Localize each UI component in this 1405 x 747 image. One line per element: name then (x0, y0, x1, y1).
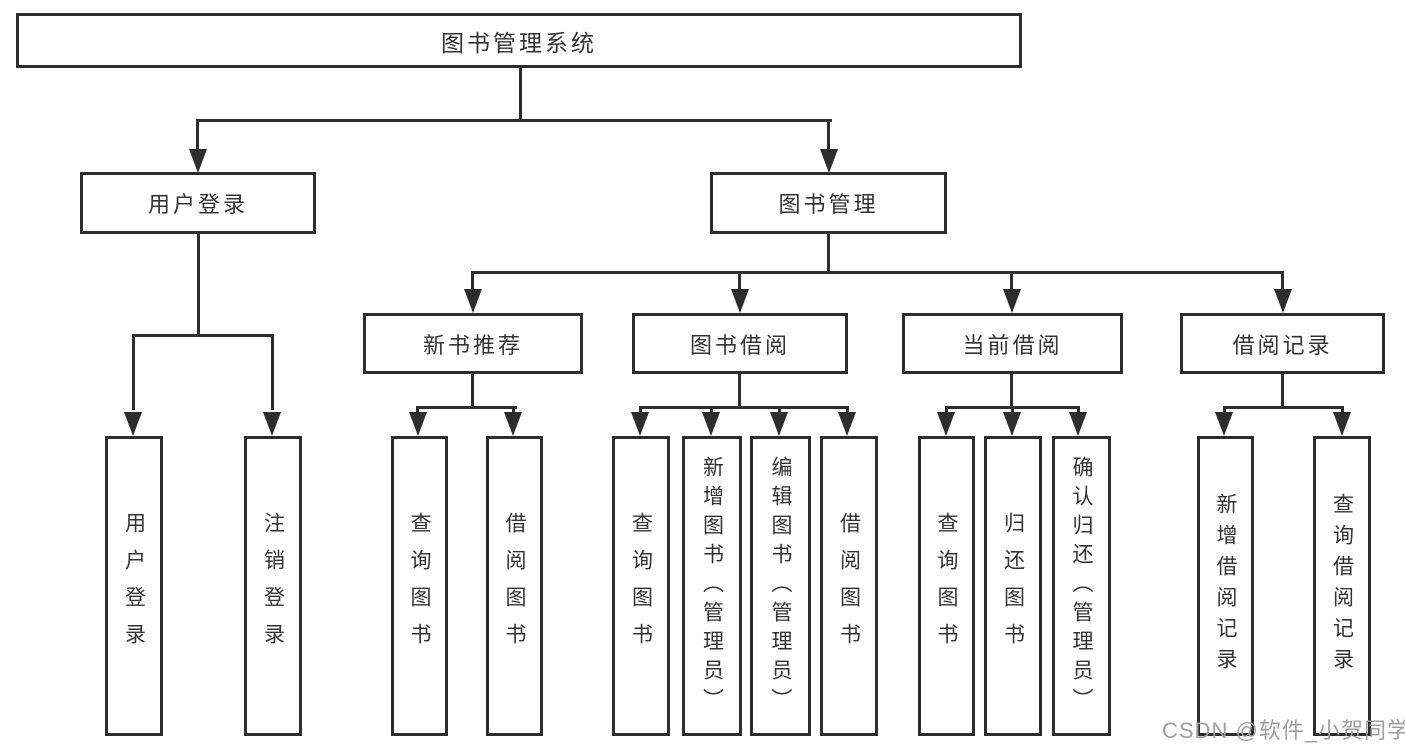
connector-line (827, 119, 830, 151)
connector-line (196, 119, 832, 122)
connector-line (416, 406, 517, 409)
connector-line (778, 406, 781, 414)
connector-line (639, 406, 642, 414)
node-confirm-return-admin: 确认归还（管理员） (1052, 436, 1111, 736)
node-add-borrow-record: 新增借阅记录 (1197, 436, 1254, 736)
node-label: 用户登录 (122, 512, 146, 660)
connector-line (519, 66, 522, 122)
connector-line (1010, 374, 1013, 408)
arrow-down-icon (937, 412, 955, 436)
connector-line (1011, 406, 1014, 414)
node-logout-action: 注销登录 (244, 436, 302, 736)
connector-line (710, 406, 713, 414)
node-label: 编辑图书（管理员） (769, 455, 792, 717)
node-label: 借阅图书 (837, 512, 861, 660)
arrow-down-icon (1003, 289, 1021, 313)
arrow-down-icon (1215, 412, 1233, 436)
node-query-books: 查询图书 (918, 436, 975, 736)
node-return-books: 归还图书 (984, 436, 1042, 736)
arrow-down-icon (770, 412, 788, 436)
arrow-down-icon (1003, 412, 1021, 436)
node-label: 查询图书 (408, 512, 431, 660)
connector-line (416, 406, 419, 414)
connector-line (1281, 271, 1284, 293)
arrow-down-icon (464, 289, 482, 313)
node-label: 查询图书 (629, 512, 653, 660)
arrow-down-icon (731, 289, 749, 313)
node-label: 图书管理系统 (441, 29, 597, 56)
arrow-down-icon (504, 412, 522, 436)
node-label: 借阅记录 (1232, 332, 1333, 358)
node-label: 用户登录 (147, 192, 248, 217)
arrow-down-icon (820, 149, 838, 173)
node-label: 当前借阅 (962, 332, 1063, 358)
connector-line (471, 271, 1283, 274)
connector-line (738, 271, 741, 293)
connector-line (945, 406, 948, 414)
node-current-borrowing: 当前借阅 (902, 313, 1123, 374)
node-query-books: 查询图书 (391, 436, 448, 736)
connector-line (846, 406, 849, 414)
arrow-down-icon (124, 412, 142, 436)
node-query-books: 查询图书 (612, 436, 670, 736)
arrow-down-icon (1069, 412, 1087, 436)
arrow-down-icon (1333, 412, 1351, 436)
connector-line (132, 334, 274, 337)
arrow-down-icon (631, 412, 649, 436)
node-library-system: 图书管理系统 (16, 13, 1022, 68)
node-add-books-admin: 新增图书（管理员） (682, 436, 742, 736)
node-label: 确认归还（管理员） (1070, 455, 1093, 717)
node-label: 归还图书 (1001, 512, 1025, 660)
connector-line (1341, 406, 1344, 414)
arrow-down-icon (263, 412, 281, 436)
connector-line (271, 334, 274, 410)
node-label: 查询借阅记录 (1330, 493, 1354, 679)
arrow-down-icon (409, 412, 427, 436)
node-label: 注销登录 (261, 512, 285, 660)
arrow-down-icon (838, 412, 856, 436)
node-borrow-books: 借阅图书 (820, 436, 878, 736)
node-label: 新增图书（管理员） (700, 455, 724, 717)
node-edit-books-admin: 编辑图书（管理员） (750, 436, 811, 736)
node-borrowing-records: 借阅记录 (1180, 313, 1385, 374)
connector-line (827, 234, 830, 274)
node-new-book-recommend: 新书推荐 (363, 313, 583, 374)
arrow-down-icon (702, 412, 720, 436)
connector-line (471, 374, 474, 408)
node-label: 新增借阅记录 (1214, 493, 1237, 679)
watermark: CSDN @软件_小贺同学 (1162, 718, 1405, 743)
connector-line (639, 406, 849, 409)
connector-line (1281, 374, 1284, 408)
connector-line (471, 271, 474, 293)
node-label: 新书推荐 (422, 332, 523, 358)
node-label: 图书管理 (778, 192, 879, 217)
node-label: 借阅图书 (503, 512, 526, 660)
arrow-down-icon (189, 149, 207, 173)
node-label: 图书借阅 (689, 332, 790, 358)
node-book-management: 图书管理 (710, 172, 947, 234)
connector-line (196, 119, 199, 151)
connector-line (1223, 406, 1344, 409)
connector-line (1077, 406, 1080, 414)
node-user-login: 用户登录 (80, 172, 316, 234)
connector-line (1010, 271, 1013, 293)
node-borrow-books: 借阅图书 (486, 436, 543, 736)
arrow-down-icon (1274, 289, 1292, 313)
connector-line (197, 234, 200, 337)
node-query-borrow-record: 查询借阅记录 (1313, 436, 1371, 736)
node-label: 查询图书 (935, 512, 958, 660)
node-book-borrowing: 图书借阅 (632, 313, 848, 374)
connector-line (738, 374, 741, 408)
connector-line (1223, 406, 1226, 414)
connector-line (512, 406, 515, 414)
node-user-login-action: 用户登录 (105, 436, 163, 736)
connector-line (132, 334, 135, 410)
